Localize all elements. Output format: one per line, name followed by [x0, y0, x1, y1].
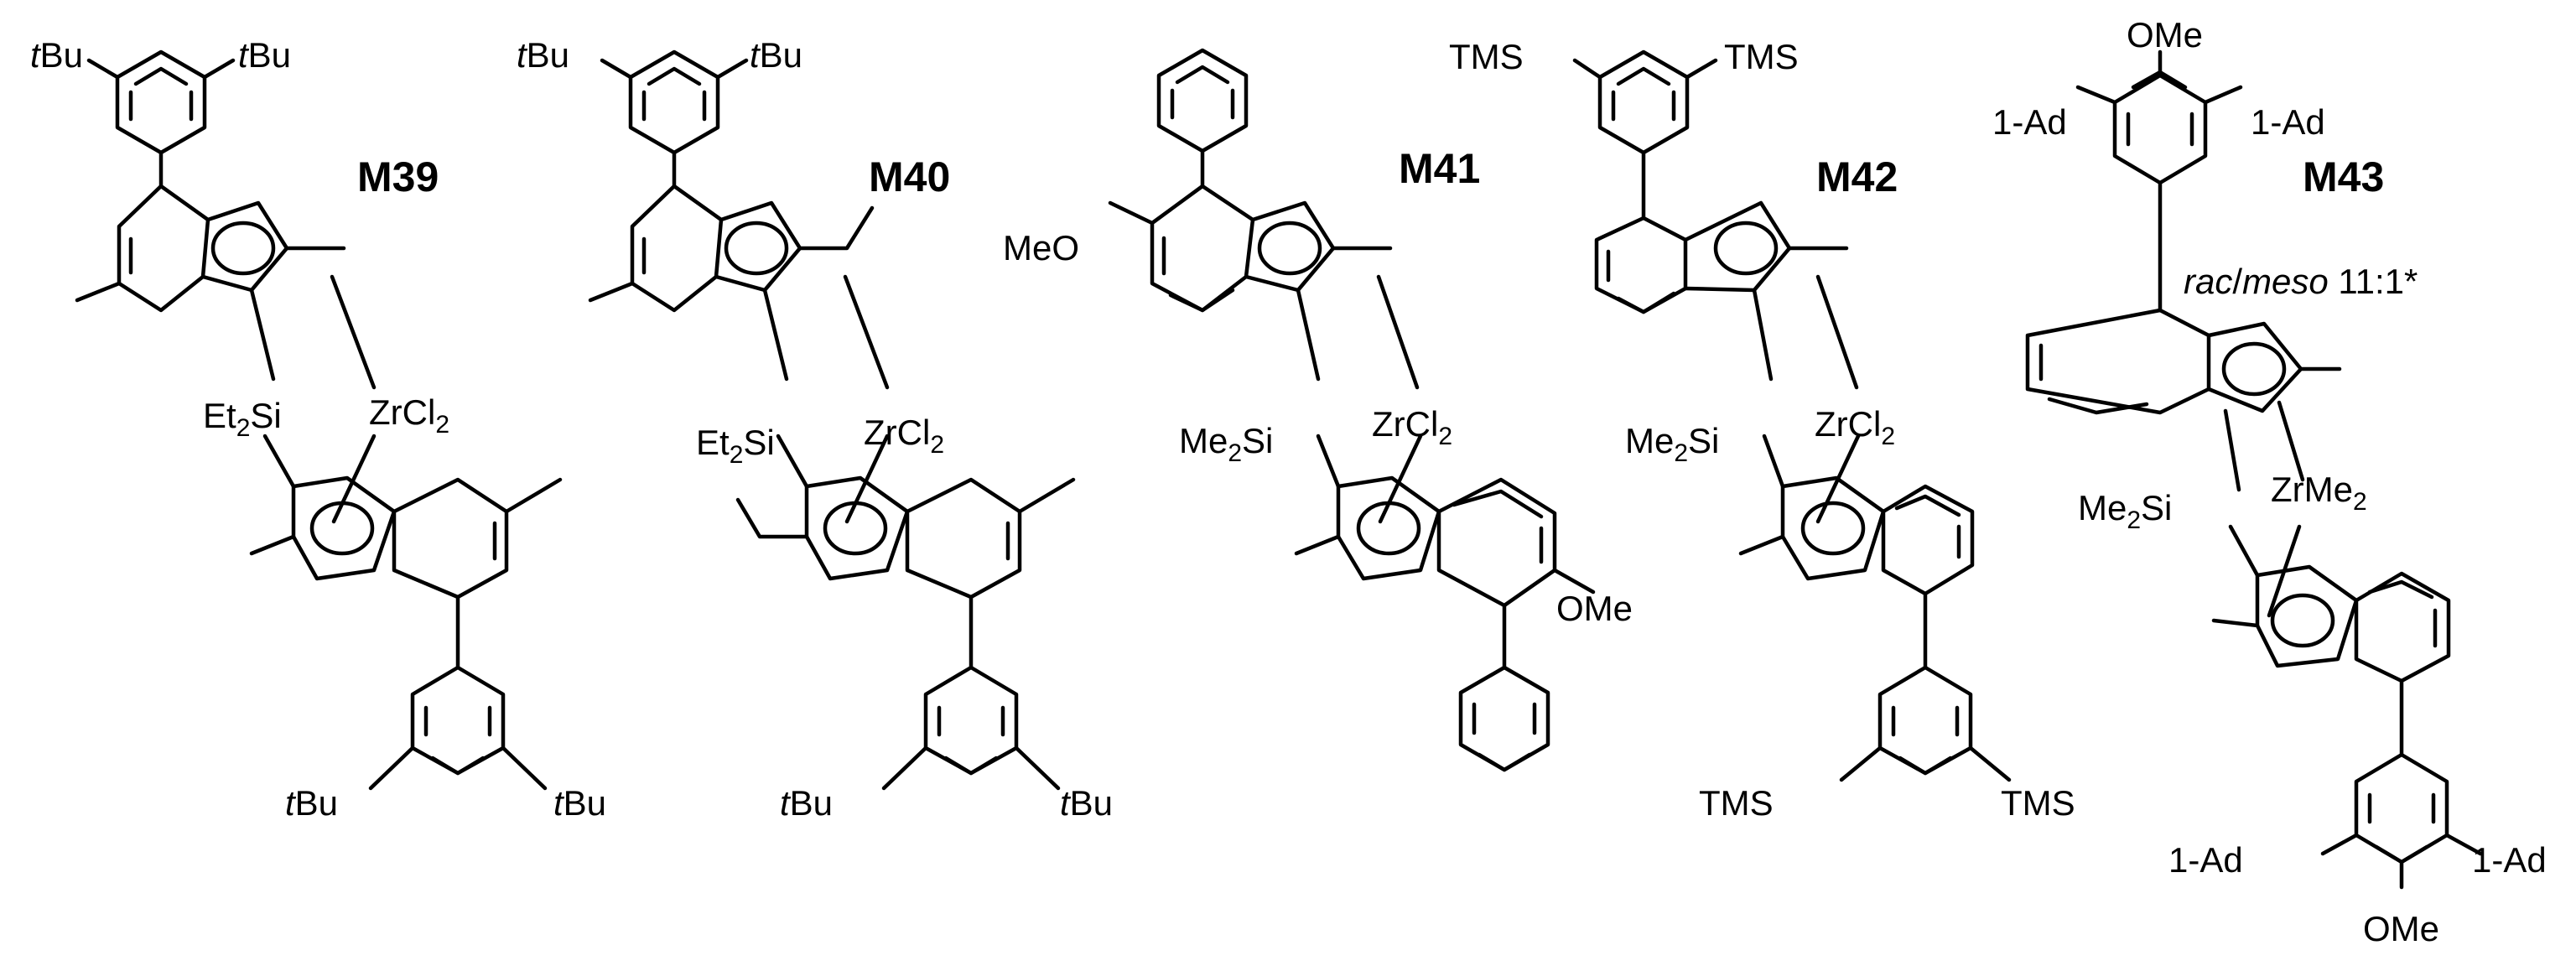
compound-id-m39: M39: [357, 153, 439, 200]
adamantyl-label: 1-Ad: [2472, 840, 2547, 880]
compound-m39: M39 tBu tBu Et2Si ZrCl2 tBu tBu: [30, 35, 606, 823]
tbu-label: tBu: [780, 783, 833, 823]
silicon-bridge-label: Me2Si: [1625, 421, 1719, 467]
compound-id-m41: M41: [1399, 145, 1480, 192]
rac-meso-ratio: rac/meso 11:1*: [2184, 262, 2418, 301]
tms-label: TMS: [2001, 783, 2075, 823]
compound-id-m40: M40: [869, 153, 950, 200]
silicon-bridge-label: Et2Si: [696, 423, 775, 469]
tms-label: TMS: [1699, 783, 1774, 823]
silicon-bridge-label: Et2Si: [203, 396, 282, 442]
compound-id-m43: M43: [2303, 153, 2384, 200]
tbu-label: tBu: [750, 35, 802, 75]
adamantyl-label: 1-Ad: [2168, 840, 2243, 880]
methoxy-label: OMe: [2127, 15, 2203, 55]
tbu-label: tBu: [517, 35, 569, 75]
metal-center-label: ZrMe2: [2271, 470, 2367, 516]
compound-id-m42: M42: [1816, 153, 1898, 200]
metal-center-label: ZrCl2: [1372, 404, 1452, 450]
metal-center-label: ZrCl2: [369, 392, 449, 439]
compound-m41: M41 MeO Me2Si ZrCl2 OMe: [1003, 48, 1633, 772]
metal-center-label: ZrCl2: [864, 413, 944, 459]
methoxy-label: OMe: [1556, 589, 1633, 628]
tbu-label: tBu: [30, 35, 83, 75]
silicon-bridge-label: Me2Si: [2078, 488, 2172, 534]
compound-m40: M40 tBu tBu Et2Si ZrCl2 tBu tBu: [517, 35, 1113, 823]
adamantyl-label: 1-Ad: [1992, 102, 2067, 142]
tbu-label: tBu: [1060, 783, 1113, 823]
methoxy-label: OMe: [2363, 909, 2439, 948]
silicon-bridge-label: Me2Si: [1179, 421, 1273, 467]
compound-m42: M42 TMS TMS Me2Si ZrCl2 TMS TMS: [1449, 37, 2075, 823]
tbu-label: tBu: [285, 783, 338, 823]
tms-label: TMS: [1724, 37, 1799, 76]
tbu-label: tBu: [553, 783, 606, 823]
compound-m43: M43 OMe 1-Ad 1-Ad rac/meso 11:1* Me2Si Z…: [1992, 15, 2547, 948]
methoxy-label: MeO: [1003, 228, 1079, 267]
tms-label: TMS: [1449, 37, 1524, 76]
metal-center-label: ZrCl2: [1815, 404, 1895, 450]
adamantyl-label: 1-Ad: [2251, 102, 2325, 142]
tbu-label: tBu: [238, 35, 291, 75]
